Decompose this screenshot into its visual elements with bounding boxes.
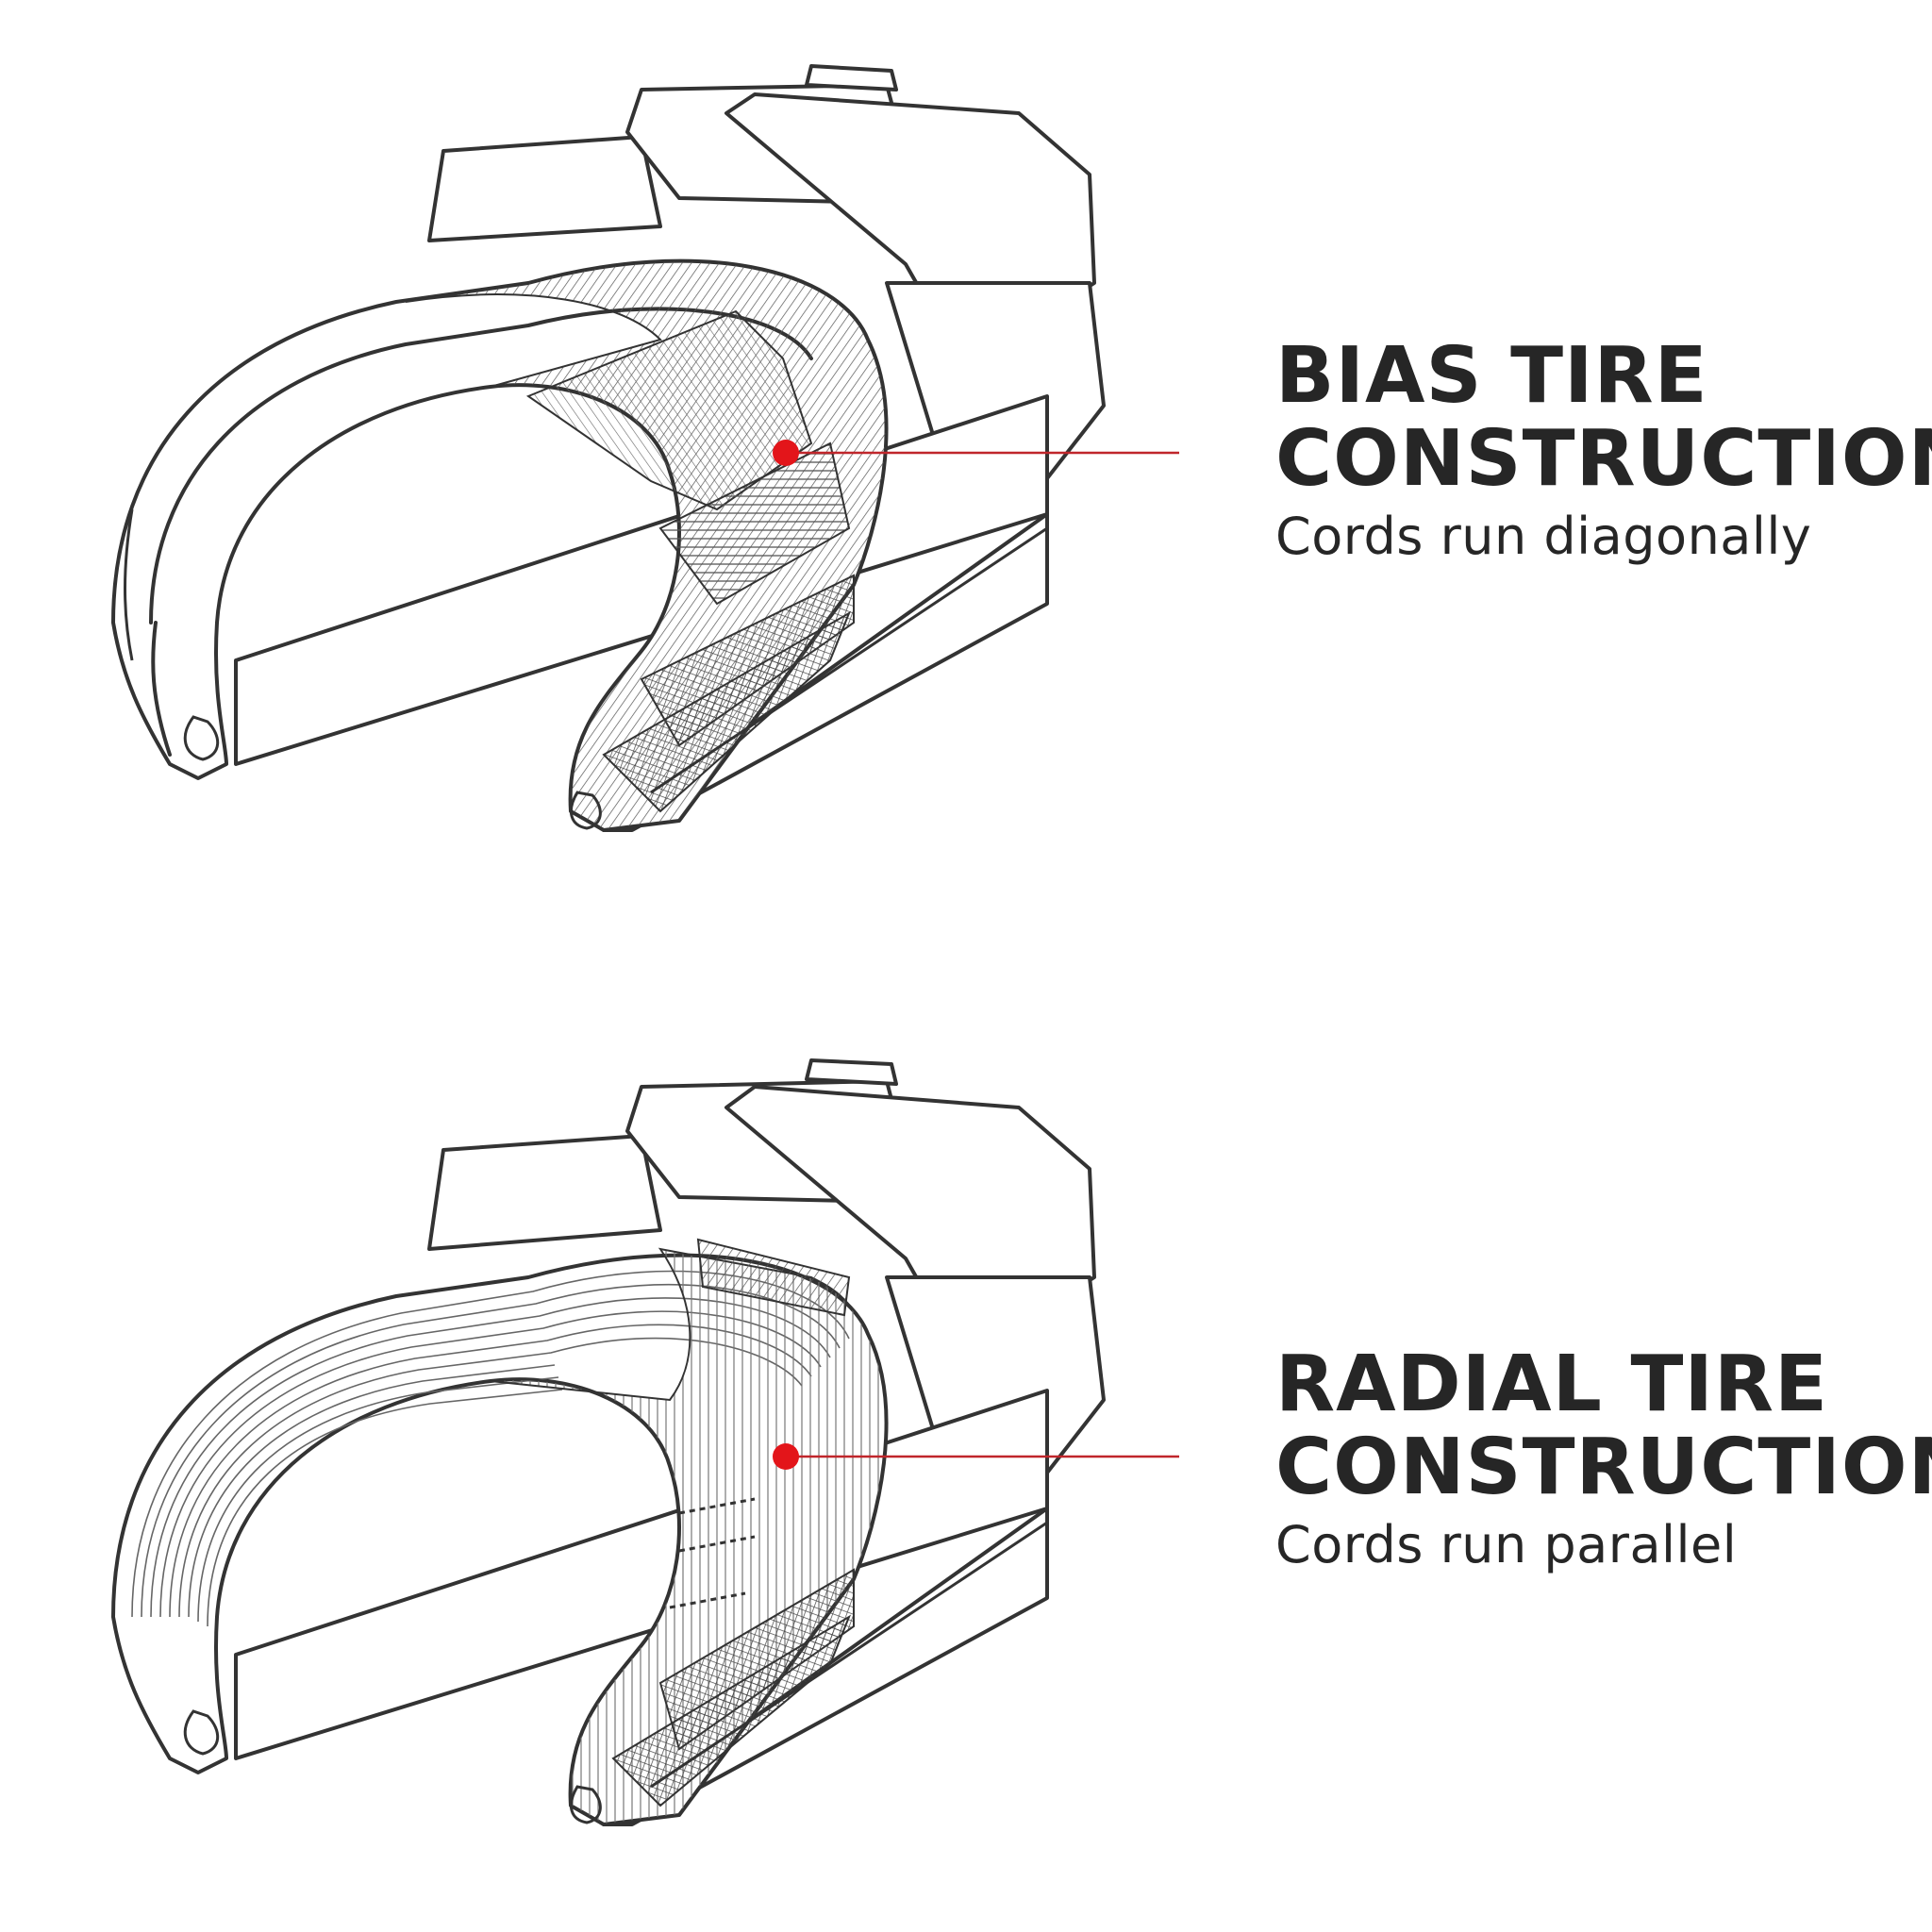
callout-dot-icon bbox=[773, 440, 799, 466]
radial-subtitle: Cords run parallel bbox=[1275, 1515, 1932, 1575]
bias-subtitle: Cords run diagonally bbox=[1275, 507, 1932, 567]
bias-title-line2: CONSTRUCTION bbox=[1275, 418, 1932, 501]
callout-dot-icon bbox=[773, 1443, 799, 1470]
radial-title-line2: CONSTRUCTION bbox=[1275, 1426, 1932, 1509]
bias-title-line1: BIAS TIRE bbox=[1275, 335, 1932, 418]
radial-tire-panel: RADIAL TIRE CONSTRUCTION Cords run paral… bbox=[0, 966, 1932, 1932]
radial-title-line1: RADIAL TIRE bbox=[1275, 1343, 1932, 1426]
radial-label-block: RADIAL TIRE CONSTRUCTION Cords run paral… bbox=[1275, 1343, 1932, 1575]
bias-tire-panel: BIAS TIRE CONSTRUCTION Cords run diagona… bbox=[0, 0, 1932, 966]
bias-label-block: BIAS TIRE CONSTRUCTION Cords run diagona… bbox=[1275, 335, 1932, 567]
